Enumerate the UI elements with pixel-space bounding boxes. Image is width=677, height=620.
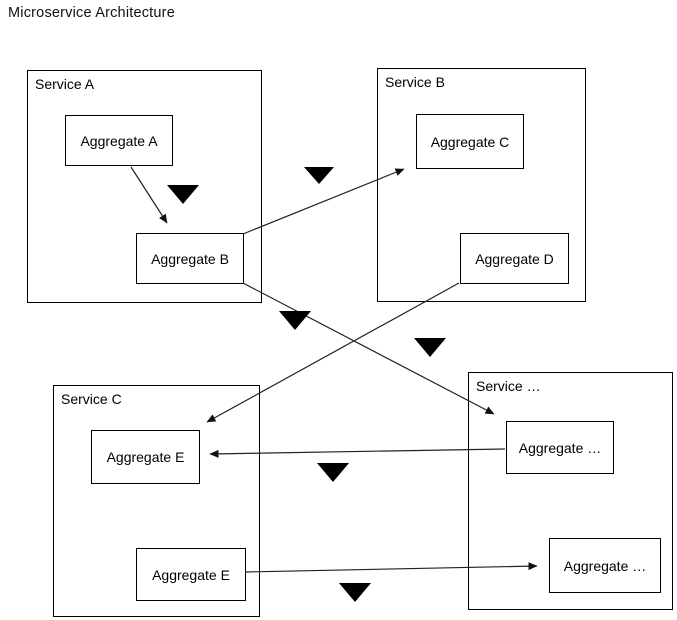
aggregate-box: Aggregate A <box>65 115 173 166</box>
aggregate-box: Aggregate B <box>136 233 244 284</box>
arrow-aggregate-b-to-aggregate-ellipsis-top <box>242 282 495 415</box>
aggregate-label: Aggregate D <box>475 250 554 267</box>
aggregate-label: Aggregate … <box>518 439 602 456</box>
aggregate-box: Aggregate E <box>136 548 246 601</box>
service-box-c: Service C Aggregate E Aggregate E <box>53 385 260 617</box>
event-triangle-icon <box>317 463 349 482</box>
service-label: Service B <box>385 74 445 90</box>
event-triangle-icon <box>414 338 446 357</box>
event-triangle-icon <box>304 167 334 184</box>
aggregate-box: Aggregate C <box>416 114 524 169</box>
aggregate-label: Aggregate A <box>80 132 158 149</box>
aggregate-box: Aggregate … <box>506 421 614 474</box>
page-title: Microservice Architecture <box>8 5 175 21</box>
event-triangle-icon <box>339 583 371 602</box>
service-label: Service C <box>61 391 122 407</box>
aggregate-box: Aggregate … <box>549 538 661 593</box>
aggregate-label: Aggregate E <box>152 566 230 583</box>
aggregate-box: Aggregate E <box>91 430 200 484</box>
aggregate-label: Aggregate … <box>563 557 647 574</box>
event-triangle-icon <box>279 311 311 330</box>
aggregate-label: Aggregate C <box>430 133 510 150</box>
service-label: Service … <box>476 378 541 394</box>
aggregate-box: Aggregate D <box>460 233 569 284</box>
aggregate-label: Aggregate B <box>151 250 229 267</box>
service-box-ellipsis: Service … Aggregate … Aggregate … <box>468 372 673 610</box>
service-box-a: Service A Aggregate A Aggregate B <box>27 70 262 303</box>
service-label: Service A <box>35 76 95 92</box>
aggregate-label: Aggregate E <box>106 449 185 465</box>
service-box-b: Service B Aggregate C Aggregate D <box>377 68 586 302</box>
